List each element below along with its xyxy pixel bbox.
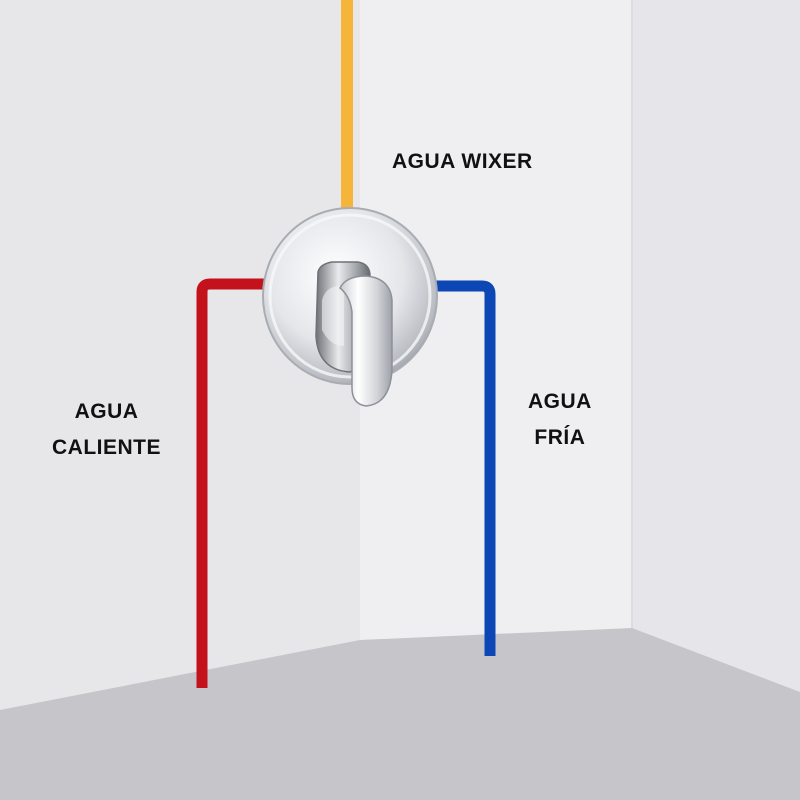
hot-water-pipe [196, 278, 268, 688]
cold-water-label-line-1: AGUA [528, 390, 592, 413]
floor [0, 628, 800, 800]
cold-water-label: AGUA FRÍA [528, 384, 592, 456]
cold-water-label-line-2: FRÍA [534, 426, 586, 449]
hot-water-label-line-1: AGUA [74, 400, 139, 423]
mixed-water-label: AGUA WIXER [392, 150, 533, 173]
cold-water-pipe [430, 280, 496, 656]
back-wall [360, 0, 632, 640]
left-wall [0, 0, 360, 800]
right-wall [632, 0, 800, 692]
hot-water-label: AGUA CALIENTE [52, 394, 161, 466]
shower-mixer-valve-icon [262, 207, 438, 407]
hot-water-label-line-2: CALIENTE [52, 436, 161, 459]
